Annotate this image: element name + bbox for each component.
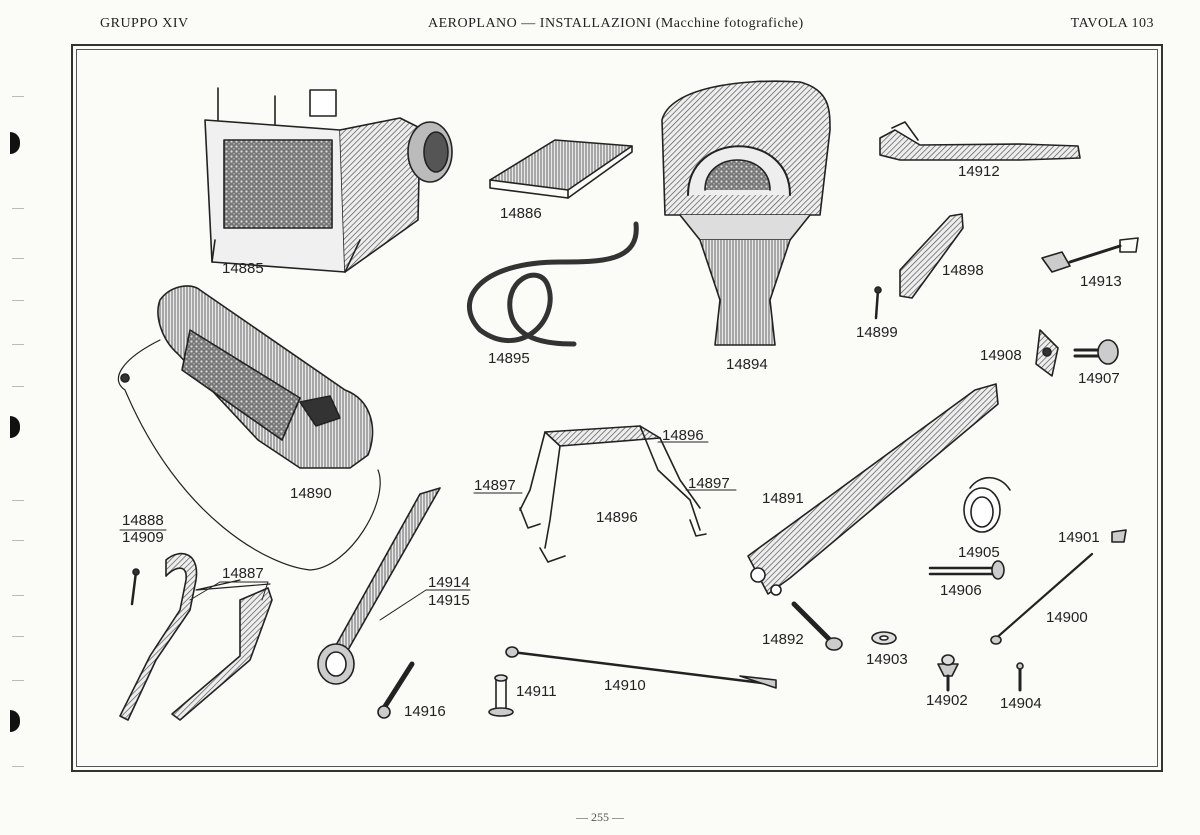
camera-mount-14896 — [519, 425, 707, 563]
bolt-14892 — [791, 601, 843, 651]
part-label-14914: 14914 — [428, 574, 470, 591]
margin-tick — [12, 595, 24, 596]
part-label-14895: 14895 — [488, 350, 530, 367]
page-number: — 255 — — [576, 810, 624, 824]
group-label: GRUPPO XIV — [100, 16, 189, 31]
part-label-14888: 14888 — [122, 512, 164, 529]
margin-tick — [12, 636, 24, 637]
stud-14902 — [937, 654, 959, 692]
part-label-14907: 14907 — [1078, 370, 1120, 387]
part-label-14909: 14909 — [122, 529, 164, 546]
part-label-14897-left: 14897 — [474, 477, 516, 494]
part-label-14916: 14916 — [404, 703, 446, 720]
part-label-14911: 14911 — [516, 683, 557, 700]
bolt-14906 — [928, 560, 1005, 580]
ring-clamp-14905 — [963, 476, 1011, 533]
part-label-14915: 14915 — [428, 592, 470, 609]
part-label-14900: 14900 — [1046, 609, 1088, 626]
nut-14901 — [1111, 529, 1127, 543]
plate-frame-outer — [71, 44, 1163, 772]
page-header: GRUPPO XIV AEROPLANO — INSTALLAZIONI (Ma… — [0, 16, 1200, 40]
part-label-14906: 14906 — [940, 582, 982, 599]
pin-14904 — [1016, 662, 1024, 692]
part-label-14890: 14890 — [290, 485, 332, 502]
binder-hole — [10, 132, 20, 154]
part-label-14885: 14885 — [222, 260, 264, 277]
spool-14911 — [488, 674, 514, 717]
screw-14899 — [874, 286, 882, 320]
margin-tick — [12, 386, 24, 387]
part-label-14908: 14908 — [980, 347, 1022, 364]
part-label-14898: 14898 — [942, 262, 984, 279]
part-label-14904: 14904 — [1000, 695, 1042, 712]
margin-tick — [12, 500, 24, 501]
binder-hole — [10, 710, 20, 732]
bolt-14916 — [377, 661, 415, 719]
part-label-14912: 14912 — [958, 163, 1000, 180]
part-label-14902: 14902 — [926, 692, 968, 709]
washer-14903 — [871, 631, 897, 645]
plate-holder-14886 — [489, 139, 633, 199]
margin-tick — [12, 344, 24, 345]
screw-14888 — [130, 568, 140, 606]
part-label-14897-right: 14897 — [688, 475, 730, 492]
margin-tick — [12, 258, 24, 259]
page-title: AEROPLANO — INSTALLAZIONI (Macchine foto… — [428, 16, 804, 31]
leader-lines — [119, 441, 737, 621]
part-label-14894: 14894 — [726, 356, 768, 373]
margin-tick — [12, 766, 24, 767]
camera-14885 — [204, 87, 453, 273]
part-label-14896-top: 14896 — [662, 427, 704, 444]
support-arm-14891 — [747, 383, 999, 596]
rod-14910 — [505, 646, 777, 689]
part-label-14896: 14896 — [596, 509, 638, 526]
plate-14908 — [1035, 329, 1059, 377]
margin-tick — [12, 300, 24, 301]
part-label-14886: 14886 — [500, 205, 542, 222]
part-label-14892: 14892 — [762, 631, 804, 648]
camera-cover-14894 — [661, 80, 831, 346]
bolt-14907 — [1073, 339, 1119, 365]
strap-14912 — [879, 121, 1081, 161]
part-label-14903: 14903 — [866, 651, 908, 668]
guide-rail-14914 — [317, 487, 441, 685]
part-label-14905: 14905 — [958, 544, 1000, 561]
margin-tick — [12, 680, 24, 681]
plate-number: TAVOLA 103 — [1070, 16, 1154, 31]
part-label-14887: 14887 — [222, 565, 264, 582]
binder-hole — [10, 416, 20, 438]
film-magazine-14890 — [117, 285, 381, 571]
part-label-14910: 14910 — [604, 677, 646, 694]
margin-tick — [12, 540, 24, 541]
part-label-14913: 14913 — [1080, 273, 1122, 290]
margin-tick — [12, 96, 24, 97]
part-label-14899: 14899 — [856, 324, 898, 341]
slide-14898 — [899, 213, 964, 299]
rod-14900 — [990, 552, 1094, 645]
cable-14895 — [467, 221, 639, 347]
margin-tick — [12, 208, 24, 209]
clip-14913 — [1041, 237, 1139, 273]
plate-frame-inner — [76, 49, 1158, 767]
part-label-14901: 14901 — [1058, 529, 1100, 546]
part-label-14891: 14891 — [762, 490, 804, 507]
